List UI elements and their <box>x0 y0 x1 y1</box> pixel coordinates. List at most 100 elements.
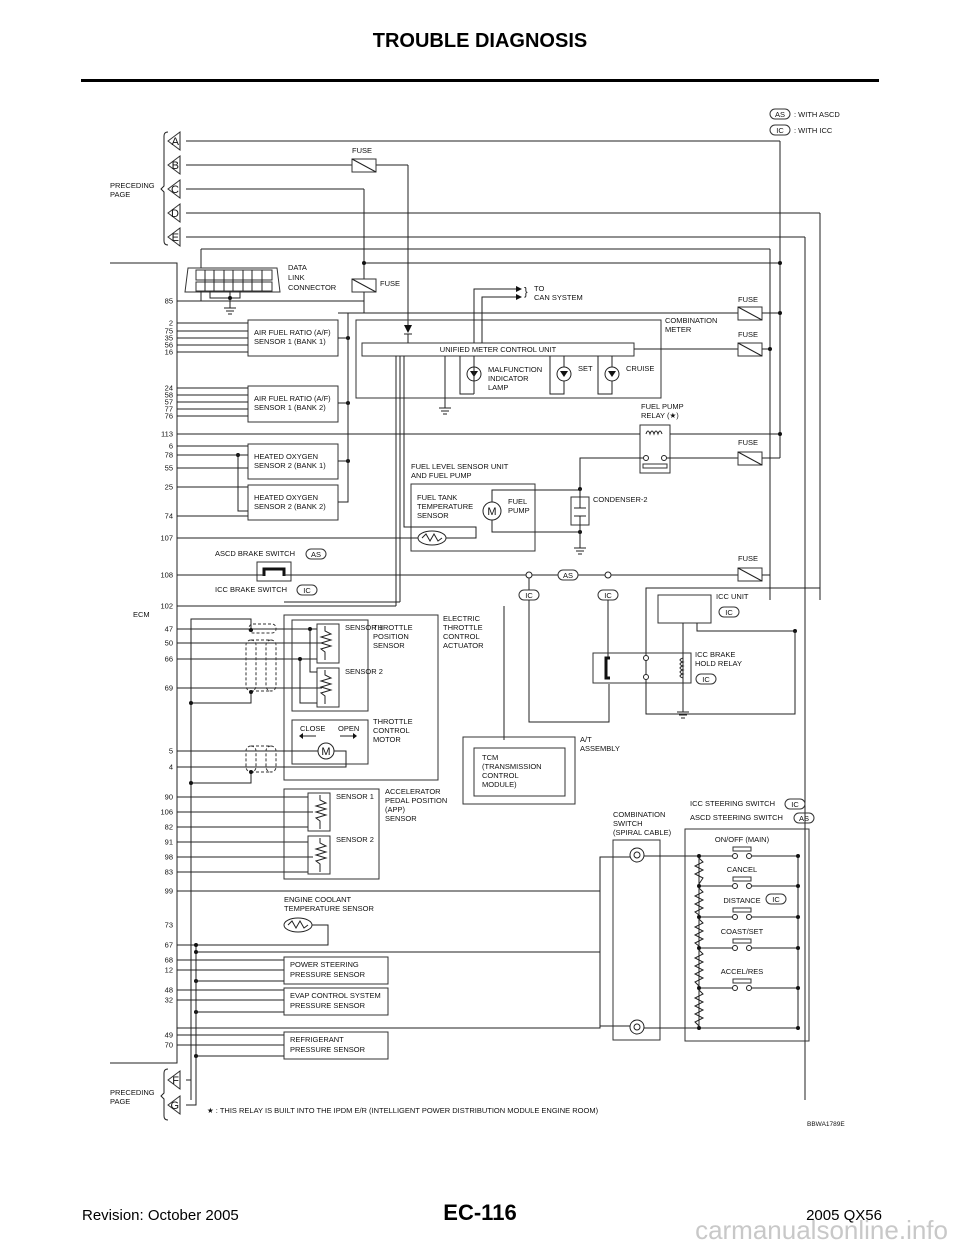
svg-text:MALFUNCTION: MALFUNCTION <box>488 365 542 374</box>
fuel-level-sensor-unit: FUEL LEVEL SENSOR UNIT AND FUEL PUMP FUE… <box>177 356 580 552</box>
svg-text:AND FUEL PUMP: AND FUEL PUMP <box>411 471 472 480</box>
svg-text:THROTTLE: THROTTLE <box>373 717 413 726</box>
ecm-pin: 66 <box>165 655 173 664</box>
ecm-pin: 69 <box>165 684 173 693</box>
svg-text:ICC UNIT: ICC UNIT <box>716 592 749 601</box>
ecm-pin: 108 <box>160 571 173 580</box>
ecm-pin: 35 <box>165 334 173 343</box>
preceding-page-label: PRECEDING <box>110 181 155 190</box>
svg-text:(TRANSMISSION: (TRANSMISSION <box>482 762 542 771</box>
switch-label: ON/OFF (MAIN) <box>715 835 770 844</box>
svg-text:AS: AS <box>563 571 573 580</box>
ecm-pin: 68 <box>165 956 173 965</box>
icc-unit: IC IC ICC UNIT IC <box>518 578 820 723</box>
svg-text:DATA: DATA <box>288 263 307 272</box>
ecm-pin: 91 <box>165 838 173 847</box>
connector-group-bottom: FG <box>167 1070 181 1115</box>
svg-text:IC: IC <box>525 591 533 600</box>
ecm-pin: 4 <box>169 763 173 772</box>
svg-text:ENGINE COOLANT: ENGINE COOLANT <box>284 895 352 904</box>
svg-text:CONDENSER-2: CONDENSER-2 <box>593 495 648 504</box>
ecm-pin: 5 <box>169 747 173 756</box>
svg-text:TEMPERATURE: TEMPERATURE <box>417 502 473 511</box>
footnote: ★ : THIS RELAY IS BUILT INTO THE IPDM E/… <box>207 1106 599 1115</box>
svg-text:CLOSE: CLOSE <box>300 724 325 733</box>
ecm-label: ECM <box>133 610 150 619</box>
ecm-pin: 47 <box>165 625 173 634</box>
svg-text:COMBINATION: COMBINATION <box>665 316 717 325</box>
top-wires <box>186 140 821 1100</box>
switch-label: DISTANCE <box>723 896 760 905</box>
steering-switch-item: ACCEL/RES <box>693 949 800 991</box>
af-sensor-bank2: AIR FUEL RATIO (A/F) SENSOR 1 (BANK 2) <box>247 385 350 423</box>
fuse-dlc: FUSE <box>351 278 400 293</box>
fuel-pump-relay: FUEL PUMP RELAY (★) <box>177 402 782 489</box>
ecm-pin: 77 <box>165 405 173 414</box>
svg-text:FUSE: FUSE <box>738 330 758 339</box>
ecm-pin: 57 <box>165 398 173 407</box>
electric-throttle-control-actuator: ELECTRIC THROTTLE CONTROL ACTUATOR SENSO… <box>177 614 484 1100</box>
fuse-brake: FUSE <box>737 554 770 582</box>
ecm-pin: 76 <box>165 412 173 421</box>
fuse-top: FUSE <box>351 146 377 173</box>
ecm-pin: 75 <box>165 327 173 336</box>
ecm-pin: 74 <box>165 512 173 521</box>
revision-date: Revision: October 2005 <box>82 1207 239 1224</box>
figure-code: BBWA1789E <box>807 1121 845 1128</box>
ecm-pin: 85 <box>165 297 173 306</box>
ecm-box: ECM <box>110 262 178 1064</box>
evap-pressure-sensor: EVAP CONTROL SYSTEM PRESSURE SENSOR <box>194 987 389 1016</box>
svg-text:IC: IC <box>604 591 612 600</box>
svg-text:ICC BRAKE SWITCH: ICC BRAKE SWITCH <box>215 585 287 594</box>
fuse-meter-2: FUSE <box>737 330 772 357</box>
svg-text:CONTROL: CONTROL <box>443 632 480 641</box>
svg-text:ACTUATOR: ACTUATOR <box>443 641 484 650</box>
svg-text:COMBINATION: COMBINATION <box>613 810 665 819</box>
svg-text:TEMPERATURE SENSOR: TEMPERATURE SENSOR <box>284 904 374 913</box>
ecm-pin: 32 <box>165 996 173 1005</box>
svg-text:PEDAL POSITION: PEDAL POSITION <box>385 796 447 805</box>
svg-text:PRESSURE SENSOR: PRESSURE SENSOR <box>290 1001 366 1010</box>
connector-g: G <box>167 1095 181 1115</box>
svg-text:CRUISE: CRUISE <box>626 364 654 373</box>
data-link-connector: DATA LINK CONNECTOR <box>177 248 782 600</box>
svg-text:HEATED OXYGEN: HEATED OXYGEN <box>254 493 318 502</box>
ecm-pin: 25 <box>165 483 173 492</box>
preceding-page-bottom: PRECEDING PAGE <box>110 1068 169 1121</box>
svg-text:PUMP: PUMP <box>508 506 530 515</box>
svg-text:SET: SET <box>578 364 593 373</box>
svg-text:IC: IC <box>702 675 710 684</box>
ecm-pin: 98 <box>165 853 173 862</box>
ecm-pin: 113 <box>161 430 173 439</box>
ecm-pin: 99 <box>165 887 173 896</box>
steering-switch-item: ON/OFF (MAIN) <box>697 835 800 859</box>
svg-text:FUEL TANK: FUEL TANK <box>417 493 457 502</box>
svg-text:}: } <box>524 286 528 298</box>
svg-text:OPEN: OPEN <box>338 724 359 733</box>
svg-text:POSITION: POSITION <box>373 632 409 641</box>
ecm-pin: 12 <box>165 966 173 975</box>
connector-b: B <box>167 155 181 175</box>
svg-text:ICC BRAKE: ICC BRAKE <box>695 650 735 659</box>
switch-label: COAST/SET <box>721 927 764 936</box>
svg-text:IC: IC <box>772 895 780 904</box>
connector-a: A <box>167 131 181 151</box>
ecm-pin: 90 <box>165 793 173 802</box>
svg-text:METER: METER <box>665 325 692 334</box>
svg-text:CONTROL: CONTROL <box>373 726 410 735</box>
ecm-pin: 83 <box>165 868 173 877</box>
legend-text: : WITH ICC <box>794 126 833 135</box>
svg-text:MOTOR: MOTOR <box>373 735 401 744</box>
svg-text:HOLD RELAY: HOLD RELAY <box>695 659 742 668</box>
preceding-page-top: PRECEDING PAGE <box>110 131 169 246</box>
icc-brake-hold-relay: ICC BRAKE HOLD RELAY IC <box>592 631 796 715</box>
svg-text:SWITCH: SWITCH <box>613 819 643 828</box>
ecm-pin: 70 <box>165 1041 173 1050</box>
preceding-page-label: PAGE <box>110 1097 130 1106</box>
connector-f: F <box>167 1070 181 1090</box>
badge-ic: IC <box>776 126 784 135</box>
svg-text:AIR FUEL RATIO (A/F): AIR FUEL RATIO (A/F) <box>254 328 331 337</box>
ecm-pin: 48 <box>165 986 173 995</box>
svg-text:SENSOR 2 (BANK 2): SENSOR 2 (BANK 2) <box>254 502 326 511</box>
svg-text:SENSOR 2 (BANK 1): SENSOR 2 (BANK 1) <box>254 461 326 470</box>
